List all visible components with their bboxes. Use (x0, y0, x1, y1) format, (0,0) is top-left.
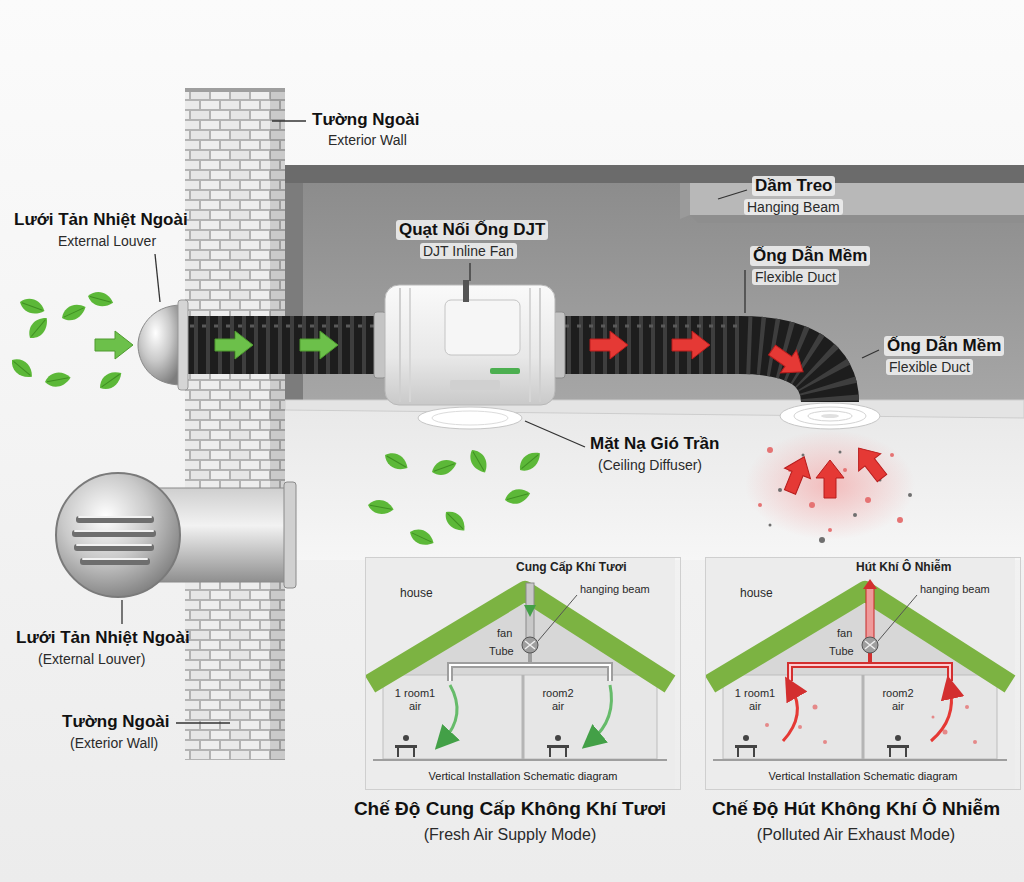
part-name: Tường Ngoài (312, 110, 420, 130)
schematic-label: Tube (829, 645, 854, 658)
room-label: 1 room1 air (391, 687, 439, 712)
part-name-en: Hanging Beam (744, 199, 843, 215)
schematic-label: house (740, 587, 773, 601)
schematic-label: Tube (489, 645, 514, 658)
part-name: Tường Ngoài (62, 712, 170, 732)
mode-caption-en: (Polluted Air Exhaust Mode) (757, 826, 955, 844)
part-name: Lưới Tản Nhiệt Ngoài (14, 210, 188, 230)
part-name-en: External Louver (58, 233, 156, 249)
panel-heading: Cung Cấp Khí Tươi (516, 561, 627, 575)
panel-footer: Vertical Installation Schematic diagram (366, 770, 680, 783)
part-name-en: (Exterior Wall) (70, 735, 158, 751)
schematic-label: house (400, 587, 433, 601)
schematic-label: fan (497, 627, 512, 640)
mode-caption-en: (Fresh Air Supply Mode) (424, 826, 597, 844)
part-name-en: (Ceiling Diffuser) (598, 457, 702, 473)
room-label: room2 air (535, 687, 581, 712)
part-name-en: Flexible Duct (752, 269, 839, 285)
part-name: Ống Dẫn Mềm (884, 336, 1004, 356)
panel-heading: Hút Khí Ô Nhiễm (856, 561, 951, 575)
part-name-en: Exterior Wall (328, 132, 407, 148)
part-name: Mặt Nạ Gió Trần (590, 434, 719, 454)
mode-caption: Chế Độ Cung Cấp Không Khí Tươi (354, 798, 666, 820)
schematic-label: fan (837, 627, 852, 640)
part-name-en: (External Louver) (38, 651, 145, 667)
mode-caption: Chế Độ Hút Không Khí Ô Nhiễm (712, 798, 1000, 820)
schematic-label: hanging beam (580, 583, 650, 596)
schematic-label: hanging beam (920, 583, 990, 596)
part-name: Dầm Treo (752, 176, 835, 196)
room-label: room2 air (875, 687, 921, 712)
room-label: 1 room1 air (731, 687, 779, 712)
part-name: Ống Dẫn Mềm (750, 246, 870, 266)
panel-footer: Vertical Installation Schematic diagram (706, 770, 1020, 783)
part-name-en: DJT Inline Fan (420, 243, 517, 259)
part-name: Lưới Tản Nhiệt Ngoài (16, 628, 190, 648)
part-name-en: Flexible Duct (886, 359, 973, 375)
part-name: Quạt Nối Ống DJT (396, 220, 548, 240)
